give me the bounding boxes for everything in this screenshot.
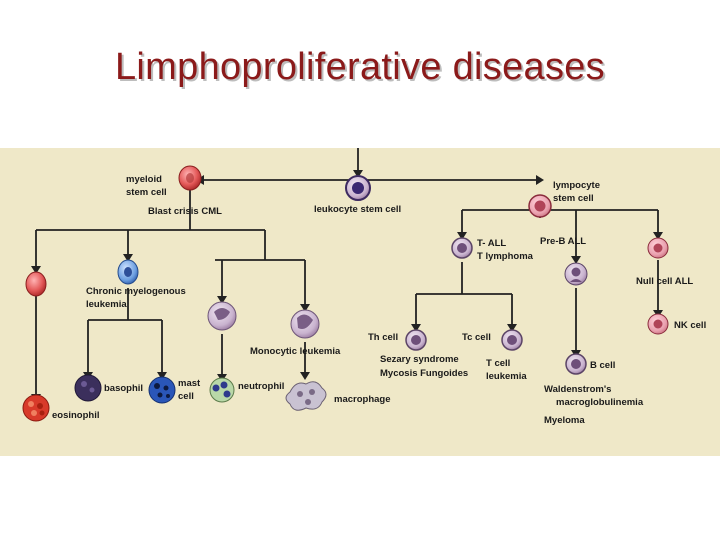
mast-cell <box>148 376 176 404</box>
label-lymphocyte: lympocyte <box>553 180 600 191</box>
label-macrophage: macrophage <box>334 394 391 405</box>
label-myeloid-stem-cell: stem cell <box>126 187 167 198</box>
label-neutrophil: neutrophil <box>238 381 284 392</box>
label-mast: mast <box>178 378 201 389</box>
label-blast-crisis-cml: Blast crisis CML <box>148 206 222 217</box>
label-leukemia: leukemia <box>86 299 127 310</box>
b-cell <box>565 353 587 375</box>
basophil-cell <box>74 374 102 402</box>
myeloid-progenitor-cell <box>25 271 47 297</box>
label-th-cell: Th cell <box>368 332 398 343</box>
label-t-all: T- ALL <box>477 238 506 249</box>
neutrophil-cell <box>209 377 235 403</box>
monocyte-cell <box>290 309 320 339</box>
label-t-cell: T cell <box>486 358 510 369</box>
label-monocytic-leukemia: Monocytic leukemia <box>250 346 341 357</box>
label-leukocyte-stem-cell: leukocyte stem cell <box>314 204 401 215</box>
connector-lines <box>31 148 663 402</box>
cml-cell <box>117 259 139 285</box>
label-mast-cell: cell <box>178 391 194 402</box>
label-lymphocyte-stem-cell: stem cell <box>553 193 594 204</box>
label-waldenstrom: Waldenstrom's <box>544 384 611 395</box>
diagram-labels: myeloid stem cell Blast crisis CML leuko… <box>52 174 706 426</box>
macrophage-cell <box>285 381 327 411</box>
label-t-lymphoma: T lymphoma <box>477 251 534 262</box>
label-null-cell-all: Null cell ALL <box>636 276 693 287</box>
th-cell <box>405 329 427 351</box>
lymphocyte-stem-cell <box>528 194 552 218</box>
pre-b-all-cell <box>564 262 588 286</box>
label-myeloma: Myeloma <box>544 415 585 426</box>
label-t-cell-leukemia: leukemia <box>486 371 527 382</box>
tc-cell <box>501 329 523 351</box>
null-cell <box>647 237 669 259</box>
monoblast-cell <box>207 301 237 331</box>
slide-title: Limphoproliferative diseases <box>115 46 605 88</box>
label-nk-cell: NK cell <box>674 320 706 331</box>
label-tc-cell: Tc cell <box>462 332 491 343</box>
label-chronic-myelogenous: Chronic myelogenous <box>86 286 186 297</box>
label-eosinophil: eosinophil <box>52 410 100 421</box>
label-pre-b-all: Pre-B ALL <box>540 236 586 247</box>
label-basophil: basophil <box>104 383 143 394</box>
label-myeloid: myeloid <box>126 174 162 185</box>
myeloid-stem-cell <box>178 165 202 191</box>
eosinophil-cell <box>22 394 50 422</box>
label-b-cell: B cell <box>590 360 615 371</box>
diagram-panel: myeloid stem cell Blast crisis CML leuko… <box>0 148 720 456</box>
nk-cell <box>647 313 669 335</box>
label-mycosis-fungoides: Mycosis Fungoides <box>380 368 468 379</box>
cell-lineage-diagram: myeloid stem cell Blast crisis CML leuko… <box>22 148 706 426</box>
leukocyte-stem-cell <box>345 175 371 201</box>
t-all-cell <box>451 237 473 259</box>
label-macroglobulinemia: macroglobulinemia <box>556 397 644 408</box>
label-sezary-syndrome: Sezary syndrome <box>380 354 459 365</box>
